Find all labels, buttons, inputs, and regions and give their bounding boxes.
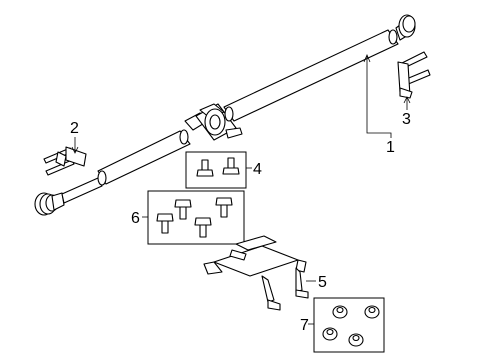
nut-7d [348,333,364,347]
callout-6: 6 [131,210,140,227]
fastener-box-part-7 [313,297,385,353]
callout-7: 7 [300,317,309,334]
bolt-6c [156,213,174,234]
callout-1: 1 [386,139,395,156]
bolt-6b [215,197,233,218]
bolt-set-part-3 [397,51,431,99]
bolt-6d [194,217,212,238]
nut-7b [364,305,380,319]
callout-4: 4 [253,161,262,178]
bolt-4a [196,159,214,177]
nut-7a [332,305,348,319]
leader-lines [71,53,411,325]
support-bracket-part-5 [203,235,309,311]
callout-5: 5 [318,274,327,291]
rear-flange [395,14,416,41]
drive-shaft [34,14,416,216]
bolt-4b [222,157,240,175]
front-flange [34,192,65,216]
nut-7c [322,327,338,341]
fastener-box-part-6 [147,190,245,245]
bolt-set-part-2 [43,146,87,176]
callout-2: 2 [70,120,79,137]
center-bearing [184,103,243,141]
callout-3: 3 [402,111,411,128]
fastener-box-part-4 [185,151,247,189]
bolt-6a [174,199,192,220]
